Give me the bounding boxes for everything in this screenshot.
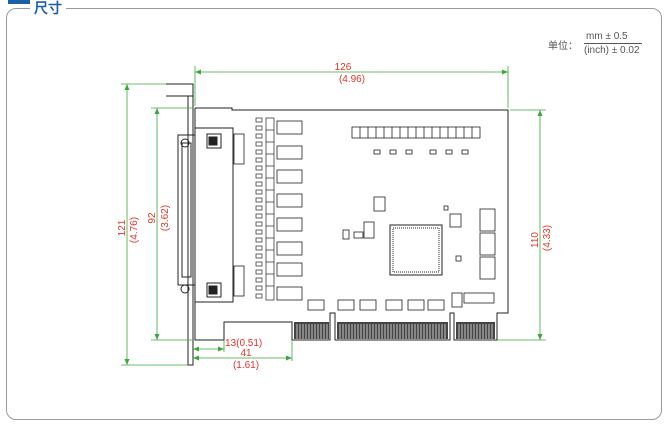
- width-mm-label: 126: [335, 62, 352, 73]
- dimension-arrows: [124, 69, 543, 365]
- db-connector: [177, 127, 234, 303]
- resistor-column: [255, 117, 275, 301]
- finger-separators: [296, 324, 493, 339]
- bracket-inch-label: (4.76): [129, 217, 140, 243]
- main-controller-ic: [389, 224, 443, 276]
- unit-denominator: (inch) ± 0.02: [584, 45, 640, 56]
- title-accent-bar: [8, 0, 32, 4]
- unit-label: 单位：: [548, 41, 578, 52]
- height-mm-label: 110: [530, 232, 541, 248]
- connector-mm-label: 92: [147, 212, 158, 224]
- misc-components: [233, 133, 496, 311]
- top-component-strip: [351, 126, 481, 155]
- offset-b-mm-label: 41: [240, 348, 252, 359]
- width-inch-label: (4.96): [339, 74, 365, 85]
- connector-inch-label: (3.62): [160, 205, 171, 231]
- height-inch-label: (4.33): [542, 225, 553, 251]
- driver-chip-column: [276, 120, 303, 301]
- mounting-bracket: [166, 83, 194, 366]
- drawing-frame: [6, 8, 662, 420]
- offset-a-label: 13(0.51): [225, 338, 262, 349]
- page-title: 尺寸: [30, 0, 66, 16]
- bracket-mm-label: 121: [117, 219, 128, 236]
- unit-numerator: mm ± 0.5: [586, 31, 628, 42]
- unit-fraction-bar: [584, 43, 642, 44]
- board-outline: [194, 107, 509, 341]
- offset-b-inch-label: (1.61): [233, 360, 259, 371]
